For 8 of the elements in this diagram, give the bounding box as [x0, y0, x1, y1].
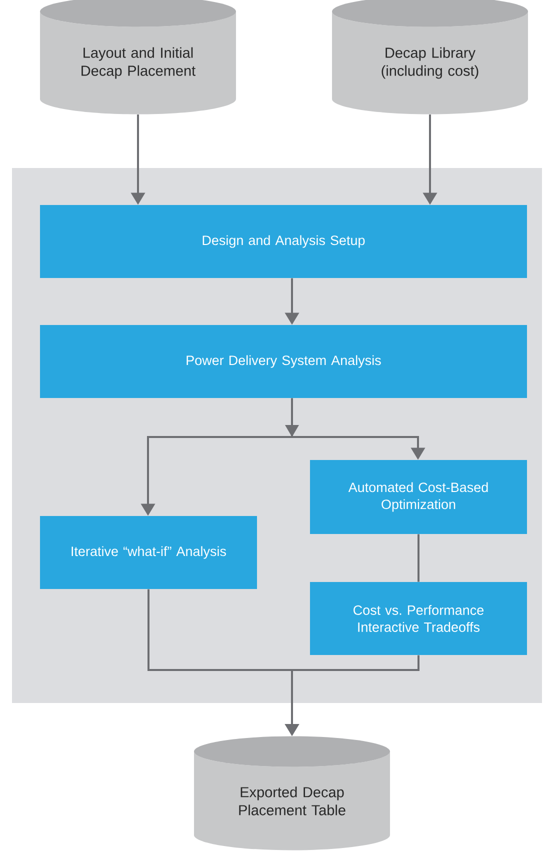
process-box: Automated Cost-Based Optimization — [310, 460, 527, 534]
database-cylinder: Exported Decap Placement Table — [194, 736, 390, 850]
database-cylinder: Layout and Initial Decap Placement — [40, 0, 236, 114]
process-box: Iterative “what-if” Analysis — [40, 516, 257, 589]
process-box: Design and Analysis Setup — [40, 205, 527, 278]
process-box: Cost vs. Performance Interactive Tradeoffs — [310, 582, 527, 655]
process-box: Power Delivery System Analysis — [40, 325, 527, 398]
database-cylinder: Decap Library (including cost) — [332, 0, 528, 114]
